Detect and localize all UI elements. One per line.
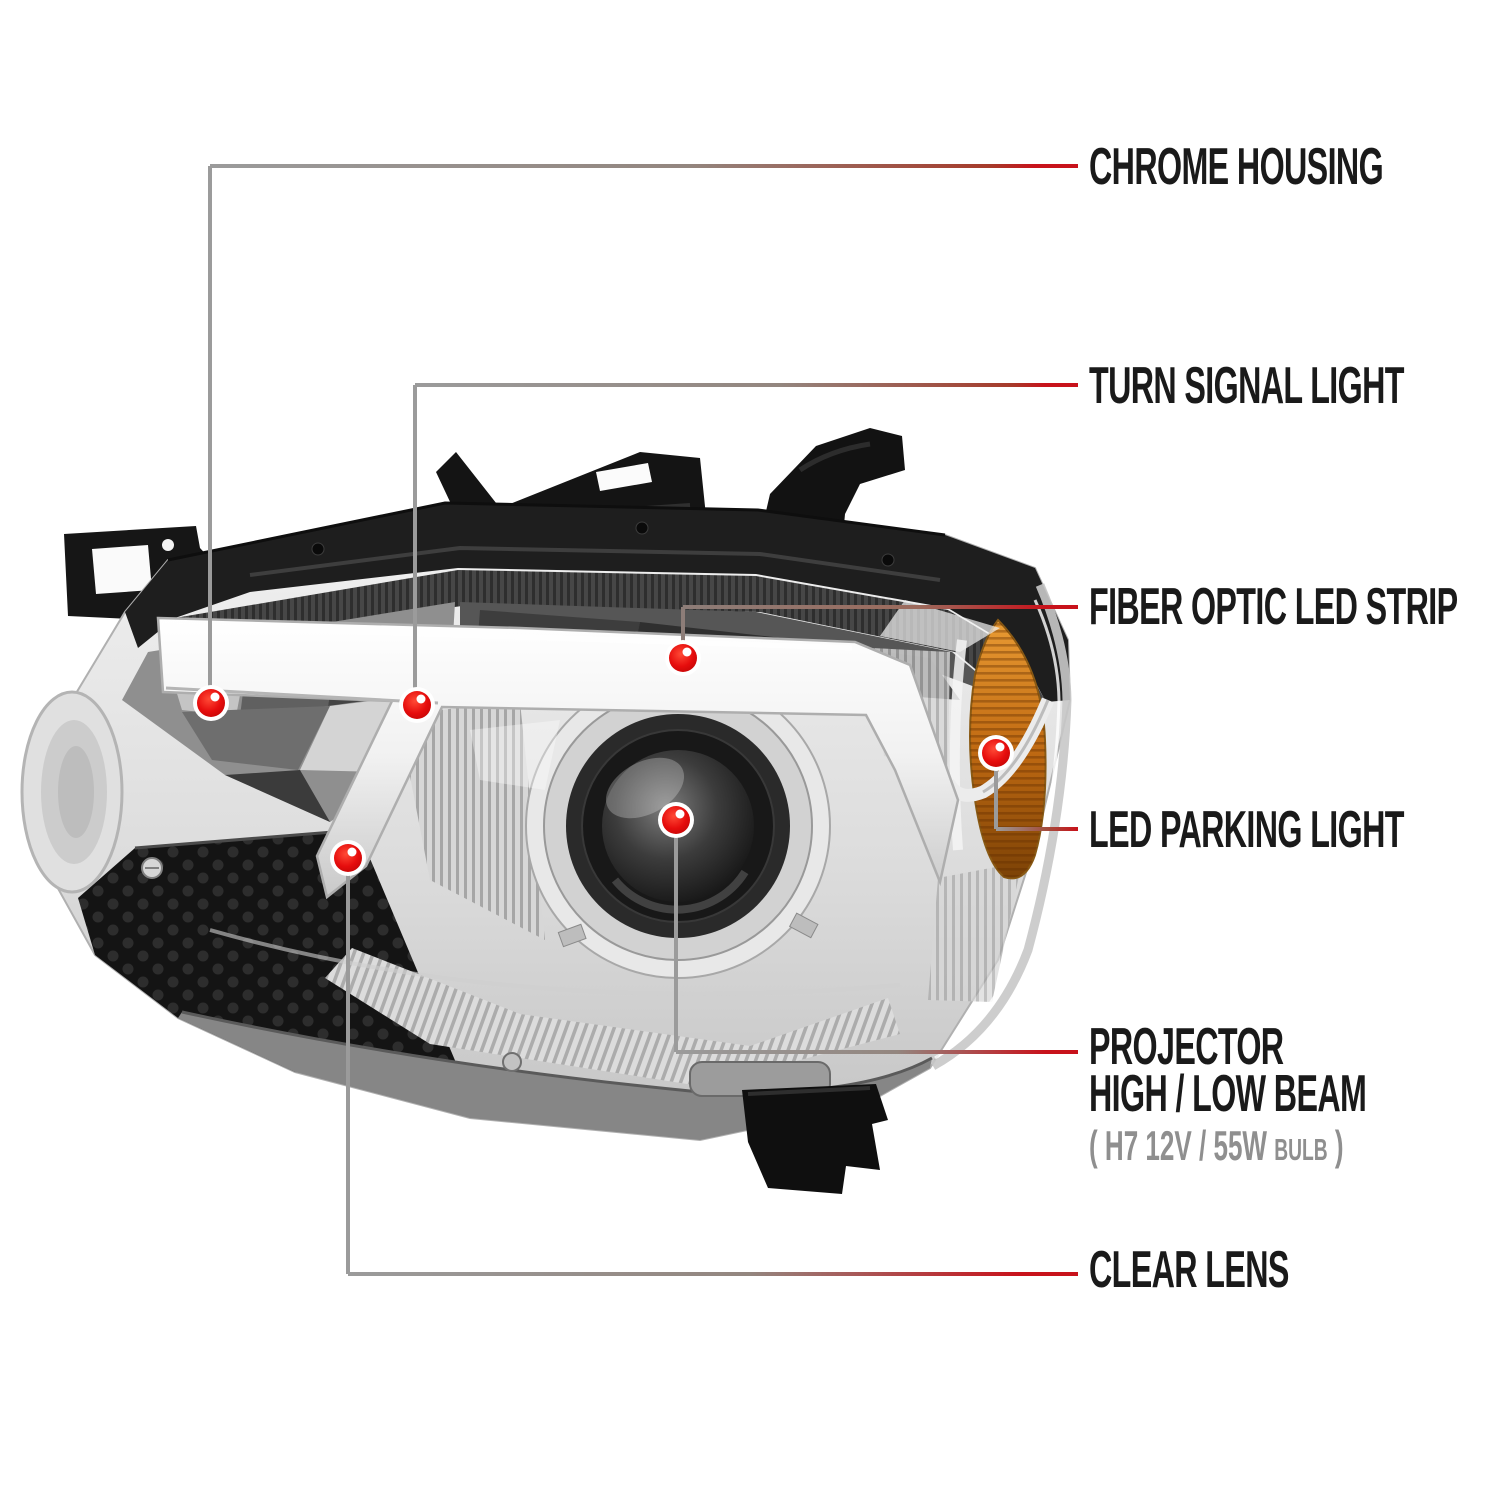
chrome-streak-lower: [209, 928, 901, 996]
clear-lens-marker-dot: [330, 840, 366, 876]
bottom-trim: [178, 1010, 933, 1140]
led-parking-marker-dot: [978, 735, 1014, 771]
leader-line-turn-signal-light: [413, 383, 1078, 705]
top-housing-band: [125, 501, 1070, 702]
callout-label-chrome-housing: CHROME HOUSING: [1089, 138, 1384, 196]
dark-rib-strip: [160, 570, 1046, 702]
ribbed-reflector-left: [398, 702, 545, 940]
ribbed-reflector-below-amber: [928, 862, 1022, 1002]
projector-bulb-spec: ( H7 12V / 55W BULB ): [1089, 1125, 1366, 1170]
amber-parking-reflector: [942, 618, 1054, 880]
chrome-housing-marker-dot: [193, 685, 229, 721]
leader-line-fiber-optic-led-strip: [681, 605, 1078, 658]
chrome-streak: [880, 600, 1000, 652]
projector-marker-dot: [658, 802, 694, 838]
spec-suffix: ): [1327, 1122, 1344, 1169]
fiber-optic-marker-dot: [665, 640, 701, 676]
leader-line-clear-lens: [346, 858, 1078, 1276]
callout-label-clear-lens: CLEAR LENS: [1089, 1241, 1289, 1299]
spec-prefix: ( H7 12V / 55W: [1089, 1122, 1275, 1169]
callout-label-fiber-optic-led-strip: FIBER OPTIC LED STRIP: [1089, 578, 1458, 636]
projector-label-line1: PROJECTOR: [1089, 1018, 1284, 1076]
callout-label-projector-high-low-beam: PROJECTOR HIGH / LOW BEAM ( H7 12V / 55W…: [1089, 1018, 1367, 1170]
left-lens-bulge: [20, 690, 163, 894]
chrome-streak-mid: [470, 720, 560, 790]
leader-line-chrome-housing: [208, 164, 1078, 703]
callout-label-turn-signal-light: TURN SIGNAL LIGHT: [1089, 357, 1404, 415]
callout-label-led-parking-light: LED PARKING LIGHT: [1089, 801, 1404, 859]
outer-lens-rim: [930, 583, 1072, 1070]
spec-bulb: BULB: [1274, 1132, 1328, 1167]
mesh-grille-corner: [78, 828, 470, 1096]
turn-signal-marker-dot: [399, 687, 435, 723]
leader-line-projector: [674, 820, 1078, 1054]
projector-label-line2: HIGH / LOW BEAM: [1089, 1065, 1367, 1123]
bottom-mounting-bracket: [742, 1084, 888, 1194]
